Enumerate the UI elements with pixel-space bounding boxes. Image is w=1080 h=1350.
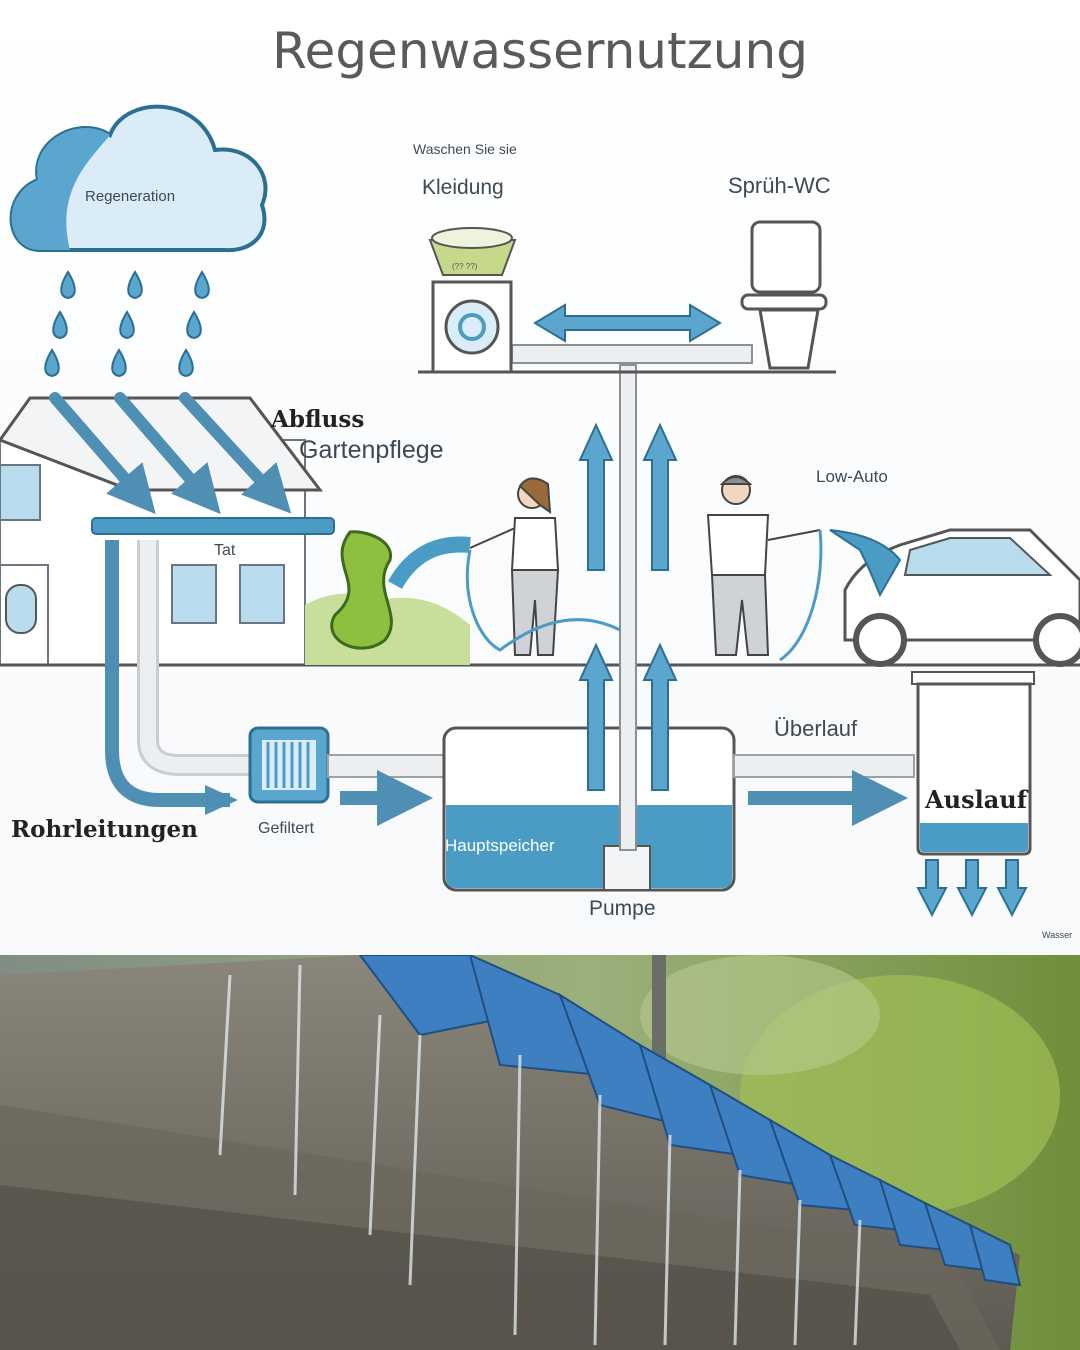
roof-runoff-arrows	[49, 392, 292, 515]
outlet-label: Auslauf	[925, 785, 1028, 814]
garden-label: Gartenpflege	[299, 436, 444, 464]
distribution-arrow	[533, 303, 722, 343]
pump-label: Pumpe	[589, 897, 656, 920]
car	[829, 528, 1080, 667]
overflow-pipe	[733, 754, 915, 778]
page-title: Regenwassernutzung	[272, 22, 808, 80]
wash-note-label: Waschen Sie sie	[413, 141, 517, 157]
water-label: Wasser	[1042, 930, 1073, 940]
garden-plants	[305, 530, 471, 665]
cloud-label: Regeneration	[85, 188, 176, 205]
clothes-label: Kleidung	[422, 176, 504, 199]
rainwater-diagram	[0, 0, 1080, 955]
downpipes	[105, 540, 255, 815]
raindrops	[44, 270, 210, 378]
car-washer-figure	[706, 475, 823, 662]
pipes-label: Rohrleitungen	[11, 816, 198, 843]
upward-arrows	[578, 422, 678, 791]
filter-unit	[248, 726, 451, 804]
act-label: Tat	[214, 542, 236, 559]
toilet	[740, 220, 828, 370]
overflow-label: Überlauf	[774, 716, 858, 741]
basket-text: (?? ??)	[452, 262, 478, 271]
rain-cloud	[9, 104, 268, 253]
blue-roof-tiles	[358, 955, 1022, 1287]
car-label: Low-Auto	[816, 467, 888, 486]
filtered-label: Gefiltert	[258, 820, 315, 837]
main-storage-label: Hauptspeicher	[445, 836, 555, 855]
pump-riser	[511, 344, 753, 851]
outlet-arrows	[916, 859, 1028, 918]
gardener-figure	[465, 477, 621, 656]
rain-streams	[218, 964, 862, 1346]
toilet-label: Sprüh-WC	[728, 173, 831, 198]
gutter-rain-photo	[0, 955, 1080, 1350]
outlet-drum	[911, 671, 1035, 856]
washing-machine	[428, 227, 517, 374]
runoff-label: Abfluss	[271, 406, 365, 433]
